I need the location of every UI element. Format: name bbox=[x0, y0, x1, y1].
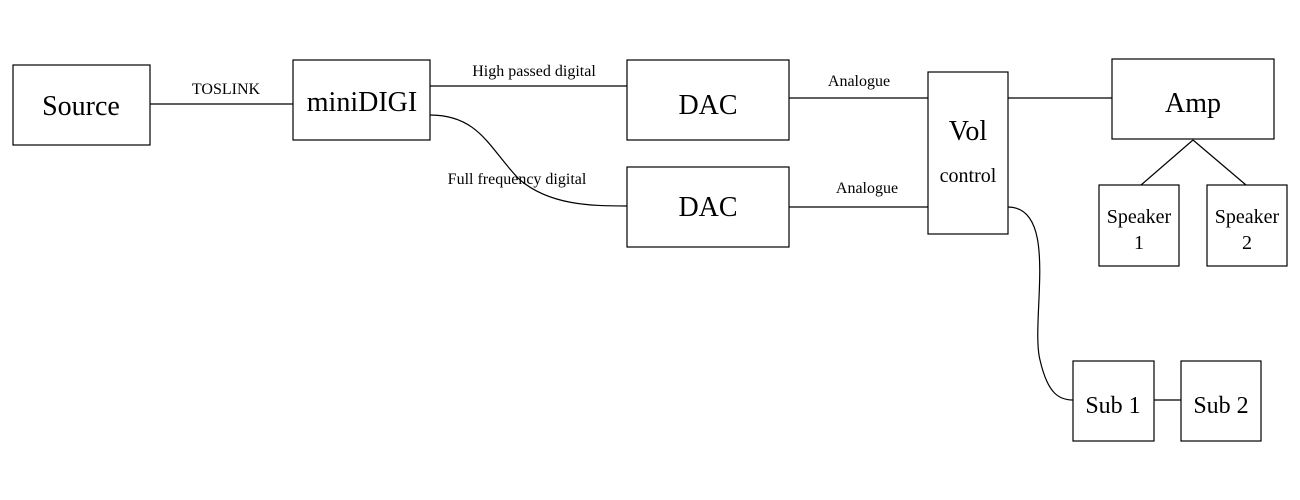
sub2-label: Sub 2 bbox=[1193, 393, 1248, 419]
source-box bbox=[12, 64, 151, 146]
source-label: Source bbox=[42, 91, 120, 122]
amp-speaker1-connector bbox=[1140, 139, 1194, 186]
minidigi-box bbox=[292, 59, 431, 141]
speaker2-number: 2 bbox=[1242, 232, 1252, 254]
dac-bottom-label: DAC bbox=[678, 192, 737, 223]
sub1-label: Sub 1 bbox=[1085, 393, 1140, 419]
speaker1-label: Speaker bbox=[1107, 206, 1172, 228]
full-frequency-digital-label: Full frequency digital bbox=[448, 171, 587, 188]
high-passed-digital-label: High passed digital bbox=[472, 63, 596, 80]
sub1-box bbox=[1072, 360, 1155, 442]
toslink-label: TOSLINK bbox=[192, 81, 261, 98]
control-label: control bbox=[940, 165, 997, 187]
speaker1-box bbox=[1098, 184, 1180, 267]
vol-control-box bbox=[927, 71, 1009, 235]
analogue-top-label: Analogue bbox=[828, 73, 890, 90]
speaker1-number: 1 bbox=[1134, 232, 1144, 254]
dac-top-box bbox=[626, 59, 790, 141]
speaker2-box bbox=[1206, 184, 1288, 267]
minidigi-dac-bottom-connector bbox=[429, 114, 628, 207]
dac-bottom-box bbox=[626, 166, 790, 248]
sub2-box bbox=[1180, 360, 1262, 442]
dac-top-label: DAC bbox=[678, 90, 737, 121]
amp-speaker2-connector bbox=[1192, 139, 1247, 186]
vol-label: Vol bbox=[949, 116, 988, 147]
vol-sub1-connector bbox=[1007, 206, 1074, 401]
minidigi-label: miniDIGI bbox=[307, 87, 417, 118]
amp-box bbox=[1111, 58, 1275, 140]
amp-label: Amp bbox=[1165, 88, 1221, 119]
speaker2-label: Speaker bbox=[1215, 206, 1280, 228]
analogue-bottom-label: Analogue bbox=[836, 180, 898, 197]
